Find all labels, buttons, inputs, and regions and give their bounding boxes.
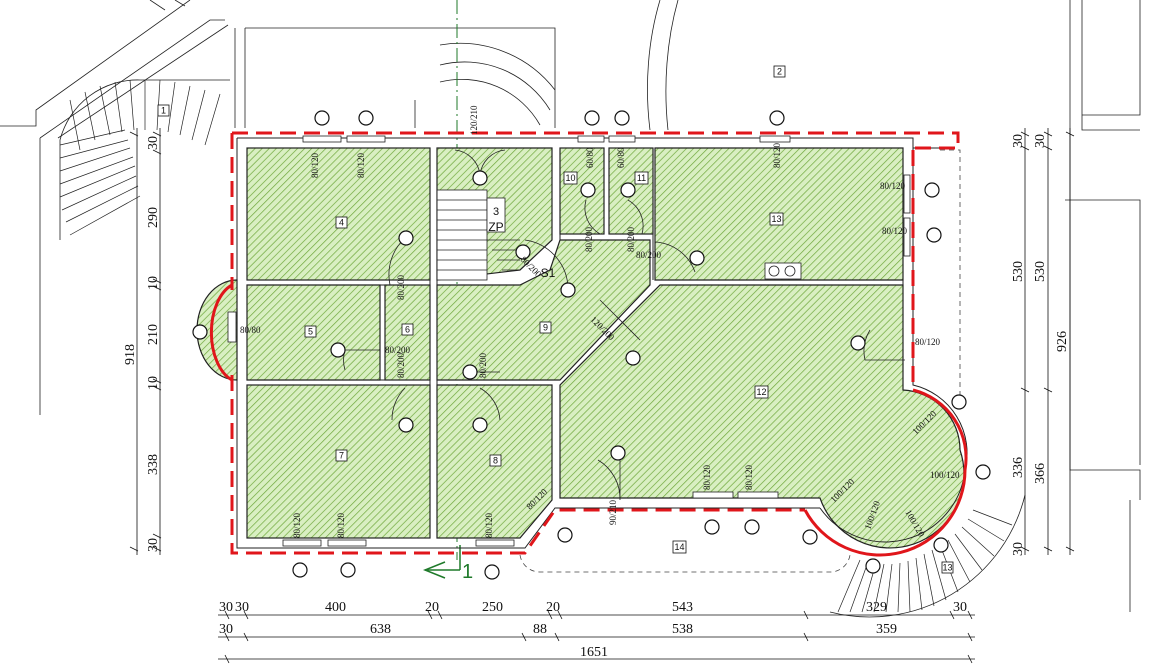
room-7 (246, 384, 431, 539)
svg-text:60/80: 60/80 (616, 147, 626, 168)
svg-text:10: 10 (146, 276, 161, 290)
svg-text:250: 250 (482, 600, 503, 615)
room-numbers: 4 5 6 7 8 9 10 11 12 13 14 2 (304, 65, 786, 554)
svg-text:30: 30 (219, 622, 233, 637)
svg-text:100/120: 100/120 (930, 470, 960, 480)
svg-text:80/80: 80/80 (240, 325, 261, 335)
dimensions-left: 30 290 10 210 10 338 30 918 (123, 128, 162, 555)
marker-circles (192, 110, 991, 580)
room-number-10: 10 (565, 173, 575, 183)
sink (764, 262, 802, 280)
svg-text:80/120: 80/120 (702, 464, 712, 490)
svg-text:10: 10 (146, 376, 161, 390)
svg-text:80/120: 80/120 (292, 512, 302, 538)
room-number-1: 1 (161, 106, 166, 116)
zp-label: ZP (488, 220, 503, 234)
room-number-13: 13 (771, 214, 781, 224)
surroundings (0, 0, 1141, 612)
rooms (196, 147, 965, 549)
svg-text:20: 20 (546, 600, 560, 615)
svg-text:80/120: 80/120 (915, 337, 941, 347)
svg-text:80/200: 80/200 (626, 226, 636, 252)
svg-text:1651: 1651 (580, 645, 608, 660)
svg-text:80/120: 80/120 (772, 142, 782, 168)
svg-text:210: 210 (146, 324, 161, 345)
svg-text:30: 30 (953, 600, 967, 615)
svg-text:918: 918 (123, 344, 138, 365)
room-number-14: 14 (674, 542, 684, 552)
section-label: 1 (462, 561, 473, 583)
outline-solid-right (803, 388, 968, 557)
svg-text:338: 338 (146, 454, 161, 475)
stair-top-left: 1 (59, 79, 230, 240)
svg-text:290: 290 (146, 207, 161, 228)
inner-stair: 3 ZP S1 (436, 189, 556, 281)
windows (227, 135, 911, 547)
svg-text:80/200: 80/200 (636, 250, 662, 260)
svg-text:80/120: 80/120 (880, 181, 906, 191)
svg-text:60/80: 60/80 (585, 147, 595, 168)
room-number-4: 4 (339, 218, 344, 228)
stair-bottom-right: 13 (829, 494, 1026, 618)
svg-text:359: 359 (876, 622, 897, 637)
svg-text:80/120: 80/120 (356, 152, 366, 178)
svg-text:80/200: 80/200 (478, 352, 488, 378)
room-number-11: 11 (637, 173, 646, 183)
room-number-7: 7 (339, 451, 344, 461)
svg-text:80/200: 80/200 (584, 226, 594, 252)
room-4 (246, 147, 431, 281)
svg-text:80/200: 80/200 (396, 274, 406, 300)
outline-solid-left (209, 283, 233, 382)
room-number-12: 12 (756, 387, 766, 397)
svg-text:120/210: 120/210 (469, 105, 479, 135)
svg-text:80/200: 80/200 (385, 345, 411, 355)
svg-text:926: 926 (1055, 331, 1070, 352)
svg-text:30: 30 (235, 600, 249, 615)
svg-text:638: 638 (370, 622, 391, 637)
svg-text:30: 30 (1033, 134, 1048, 148)
walls (236, 137, 968, 549)
section-marker: 1 (422, 545, 473, 583)
s1-label: S1 (541, 266, 556, 280)
svg-text:30: 30 (1011, 542, 1026, 556)
svg-text:336: 336 (1011, 457, 1026, 478)
svg-text:80/120: 80/120 (310, 152, 320, 178)
svg-text:366: 366 (1033, 463, 1048, 484)
svg-text:543: 543 (672, 600, 693, 615)
room-number-5: 5 (308, 327, 313, 337)
svg-text:80/120: 80/120 (882, 226, 908, 236)
svg-text:80/120: 80/120 (484, 512, 494, 538)
svg-text:90/210: 90/210 (608, 499, 618, 525)
svg-text:400: 400 (325, 600, 346, 615)
svg-text:88: 88 (533, 622, 547, 637)
svg-text:30: 30 (219, 600, 233, 615)
svg-text:30: 30 (146, 538, 161, 552)
svg-text:538: 538 (672, 622, 693, 637)
room-number-15: 13 (942, 563, 952, 573)
svg-text:80/120: 80/120 (744, 464, 754, 490)
dimensions-right: 30 30 530 530 926 336 366 30 (1011, 128, 1075, 556)
room-number-6: 6 (405, 325, 410, 335)
svg-text:329: 329 (866, 600, 887, 615)
svg-text:530: 530 (1033, 261, 1048, 282)
svg-text:530: 530 (1011, 261, 1026, 282)
room-number-9: 9 (543, 323, 548, 333)
outline-dashed (230, 131, 960, 555)
svg-text:30: 30 (1011, 134, 1026, 148)
room-number-2: 2 (777, 67, 782, 77)
dimensions-bottom: 30 30 400 20 250 20 543 329 30 30 638 88… (218, 600, 975, 664)
svg-text:30: 30 (146, 136, 161, 150)
room-number-3: 3 (493, 206, 499, 218)
svg-text:20: 20 (425, 600, 439, 615)
svg-text:80/120: 80/120 (336, 512, 346, 538)
room-number-8: 8 (493, 456, 498, 466)
svg-text:80/200: 80/200 (396, 352, 406, 378)
